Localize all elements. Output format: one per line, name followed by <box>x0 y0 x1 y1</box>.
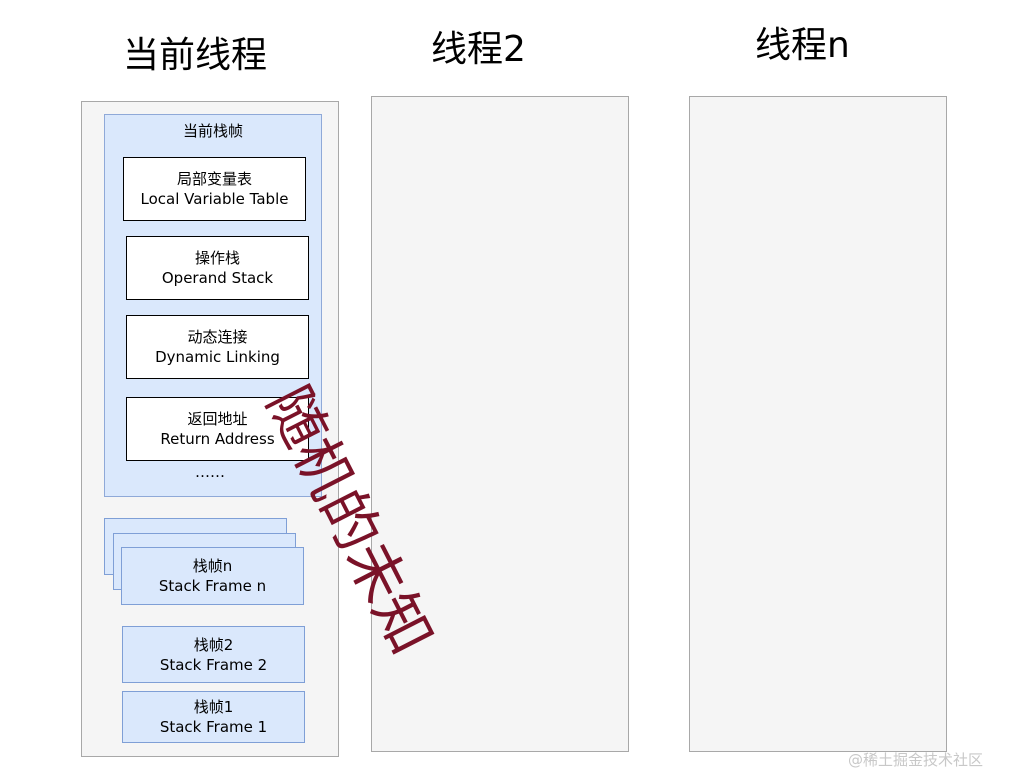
dynamic-linking-box: 动态连接 Dynamic Linking <box>126 315 309 379</box>
stack-frame-n-en: Stack Frame n <box>158 577 267 595</box>
stack-frame-1-en: Stack Frame 1 <box>159 718 268 736</box>
stack-frame-n-box: 栈帧n Stack Frame n <box>121 547 304 605</box>
more-entries-ellipsis: …… <box>195 463 225 481</box>
thread2-column <box>371 96 629 752</box>
local-variable-table-zh: 局部变量表 <box>176 170 252 188</box>
stack-frame-n-zh: 栈帧n <box>192 557 233 575</box>
dynamic-linking-zh: 动态连接 <box>187 328 248 346</box>
operand-stack-box: 操作栈 Operand Stack <box>126 236 309 300</box>
current-thread-title: 当前线程 <box>123 35 268 76</box>
operand-stack-zh: 操作栈 <box>194 249 240 267</box>
stack-frame-2-zh: 栈帧2 <box>193 635 234 654</box>
stack-frame-1-box: 栈帧1 Stack Frame 1 <box>122 691 305 743</box>
threadn-column <box>689 96 947 752</box>
stack-frame-2-box: 栈帧2 Stack Frame 2 <box>122 626 305 683</box>
stack-frame-1-zh: 栈帧1 <box>193 698 234 716</box>
thread2-title: 线程2 <box>431 29 526 70</box>
threadn-title: 线程n <box>755 25 850 66</box>
return-address-box: 返回地址 Return Address <box>126 397 309 461</box>
return-address-zh: 返回地址 <box>187 410 248 428</box>
site-watermark: @稀土掘金技术社区 <box>848 751 984 769</box>
local-variable-table-en: Local Variable Table <box>140 190 289 208</box>
operand-stack-en: Operand Stack <box>161 269 274 287</box>
local-variable-table-box: 局部变量表 Local Variable Table <box>123 157 306 221</box>
current-stack-frame-label: 当前栈帧 <box>182 122 243 140</box>
return-address-en: Return Address <box>160 430 275 448</box>
stack-frame-2-en: Stack Frame 2 <box>159 655 268 674</box>
dynamic-linking-en: Dynamic Linking <box>155 348 280 366</box>
